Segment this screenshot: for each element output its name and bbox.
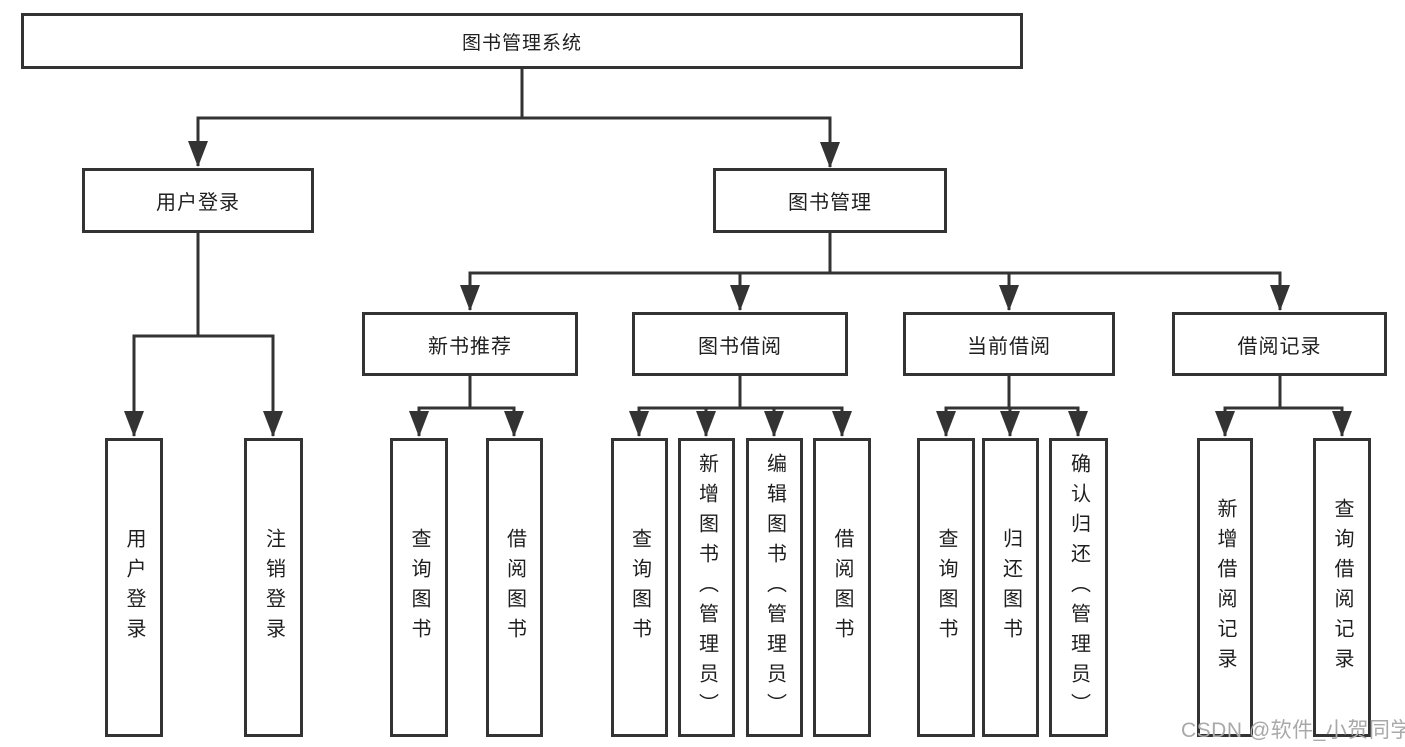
node-leaf-borrow-books-2: 借阅图书 <box>813 438 871 737</box>
node-leaf-return-books: 归还图书 <box>982 438 1039 737</box>
node-label: 确认归还（管理员） <box>1067 452 1090 723</box>
node-leaf-borrow-books-1: 借阅图书 <box>486 438 543 737</box>
node-label: 图书借阅 <box>698 335 782 358</box>
node-leaf-add-books-admin: 新增图书（管理员） <box>678 438 735 737</box>
node-borrowing-records: 借阅记录 <box>1172 312 1387 376</box>
node-label: 新书推荐 <box>428 335 512 358</box>
node-label: 归还图书 <box>999 527 1022 648</box>
node-leaf-query-books-2: 查询图书 <box>611 438 668 737</box>
node-label: 查询借阅记录 <box>1331 497 1353 678</box>
node-label: 新增借阅记录 <box>1214 497 1236 678</box>
node-label: 查询图书 <box>408 527 430 648</box>
node-label: 查询图书 <box>935 527 957 648</box>
node-label: 注销登录 <box>262 527 285 648</box>
arrowhead-icons <box>124 141 1352 437</box>
node-leaf-confirm-return-admin: 确认归还（管理员） <box>1049 438 1108 737</box>
node-leaf-user-login: 用户登录 <box>105 438 163 737</box>
node-label: 借阅记录 <box>1237 335 1322 358</box>
node-book-borrowing: 图书借阅 <box>632 312 848 376</box>
node-label: 新增图书（管理员） <box>695 452 718 723</box>
node-label: 用户登录 <box>156 192 240 214</box>
node-leaf-query-books-3: 查询图书 <box>917 438 975 737</box>
node-leaf-edit-books-admin: 编辑图书（管理员） <box>746 438 803 737</box>
node-label: 查询图书 <box>628 527 651 648</box>
node-book-management-module: 图书管理 <box>713 168 947 233</box>
node-label: 图书管理系统 <box>461 32 582 54</box>
node-library-management-system: 图书管理系统 <box>21 13 1023 69</box>
node-label: 借阅图书 <box>831 527 853 648</box>
node-label: 借阅图书 <box>503 527 526 648</box>
node-leaf-logout: 注销登录 <box>244 438 303 737</box>
node-leaf-query-books-1: 查询图书 <box>390 438 448 737</box>
node-current-borrowing: 当前借阅 <box>903 312 1115 376</box>
node-label: 图书管理 <box>788 192 872 214</box>
node-user-login-module: 用户登录 <box>82 168 314 233</box>
node-label: 编辑图书（管理员） <box>763 452 786 723</box>
node-new-book-recommendation: 新书推荐 <box>362 312 578 376</box>
node-leaf-query-borrow-record: 查询借阅记录 <box>1313 438 1371 737</box>
node-leaf-add-borrow-record: 新增借阅记录 <box>1197 438 1253 737</box>
node-label: 当前借阅 <box>967 335 1051 358</box>
csdn-watermark: CSDN @软件_小贺同学 <box>1181 719 1405 742</box>
node-label: 用户登录 <box>123 527 145 648</box>
